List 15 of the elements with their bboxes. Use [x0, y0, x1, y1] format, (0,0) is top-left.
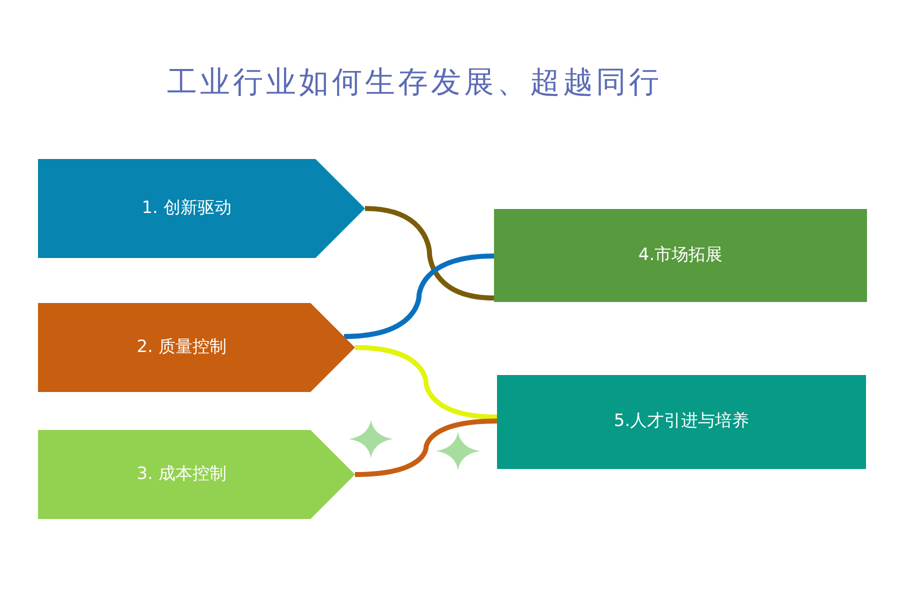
curved-connector: [354, 418, 498, 477]
node-label: 3. 成本控制: [136, 462, 226, 486]
rectangle-box: [497, 375, 866, 469]
node-label: 1. 创新驱动: [142, 196, 232, 220]
node-label: 2. 质量控制: [136, 336, 226, 359]
node-label: 5.人才引进与培养: [614, 410, 750, 434]
arrow-pentagon: [38, 303, 355, 392]
node-label: 4.市场拓展: [638, 244, 723, 267]
curved-connector: [364, 206, 494, 300]
curved-connector: [354, 345, 498, 420]
rectangle-box: [494, 209, 867, 302]
title: 工业行业如何生存发展、超越同行: [167, 64, 662, 102]
curved-connector: [344, 254, 494, 339]
arrow-pentagon: [38, 430, 355, 519]
arrow-pentagon: [38, 159, 365, 258]
